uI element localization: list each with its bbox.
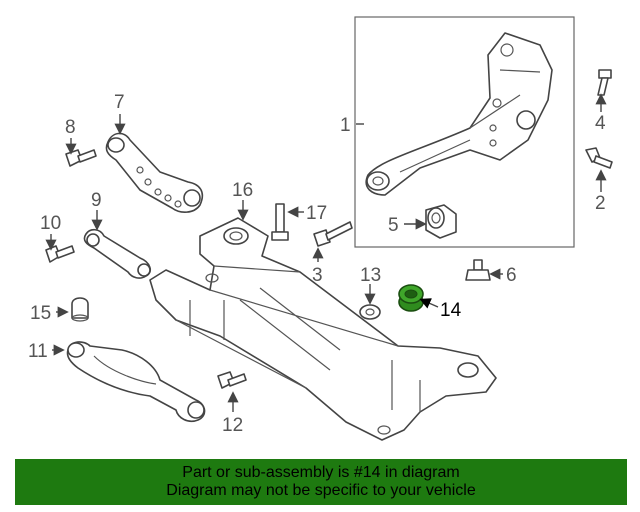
upper-control-arm[interactable]: [105, 132, 204, 213]
bolt-2[interactable]: [585, 147, 613, 169]
callout-5: 5: [388, 215, 399, 236]
callout-6: 6: [506, 265, 517, 286]
lateral-link[interactable]: [83, 228, 152, 279]
trailing-arm-bushing[interactable]: [425, 204, 457, 239]
callout-12: 12: [222, 415, 243, 436]
callout-2: 2: [595, 193, 606, 214]
bolt-3[interactable]: [313, 221, 353, 247]
callout-1: 1: [340, 115, 351, 136]
trailing-arm[interactable]: [365, 32, 553, 196]
banner-line-2: Diagram may not be specific to your vehi…: [166, 482, 476, 499]
bolt-17[interactable]: [271, 203, 289, 241]
callout-17: 17: [306, 203, 327, 224]
callout-13: 13: [360, 265, 381, 286]
callout-10: 10: [40, 213, 61, 234]
callout-3: 3: [312, 265, 323, 286]
callout-7: 7: [114, 92, 125, 113]
callout-14: 14: [440, 300, 462, 321]
callout-8: 8: [65, 117, 76, 138]
lower-control-arm[interactable]: [66, 341, 206, 423]
info-banner: Part or sub-assembly is #14 in diagram D…: [15, 459, 627, 505]
callout-4: 4: [595, 113, 606, 134]
callout-16: 16: [232, 180, 253, 201]
crossmember[interactable]: [149, 217, 497, 441]
callout-15: 15: [30, 303, 51, 324]
washer-13[interactable]: [359, 304, 381, 320]
bolt-10[interactable]: [45, 245, 75, 263]
banner-line-1: Part or sub-assembly is #14 in diagram: [182, 464, 460, 481]
callout-9: 9: [91, 190, 102, 211]
bolt-8[interactable]: [65, 149, 97, 167]
nut-15[interactable]: [71, 297, 89, 322]
bolt-6[interactable]: [465, 259, 491, 281]
bolt-12[interactable]: [217, 371, 247, 389]
callout-11: 11: [28, 341, 48, 362]
leader-14: [419, 298, 439, 309]
bushing-14[interactable]: [398, 284, 424, 312]
bolt-4[interactable]: [597, 69, 612, 96]
